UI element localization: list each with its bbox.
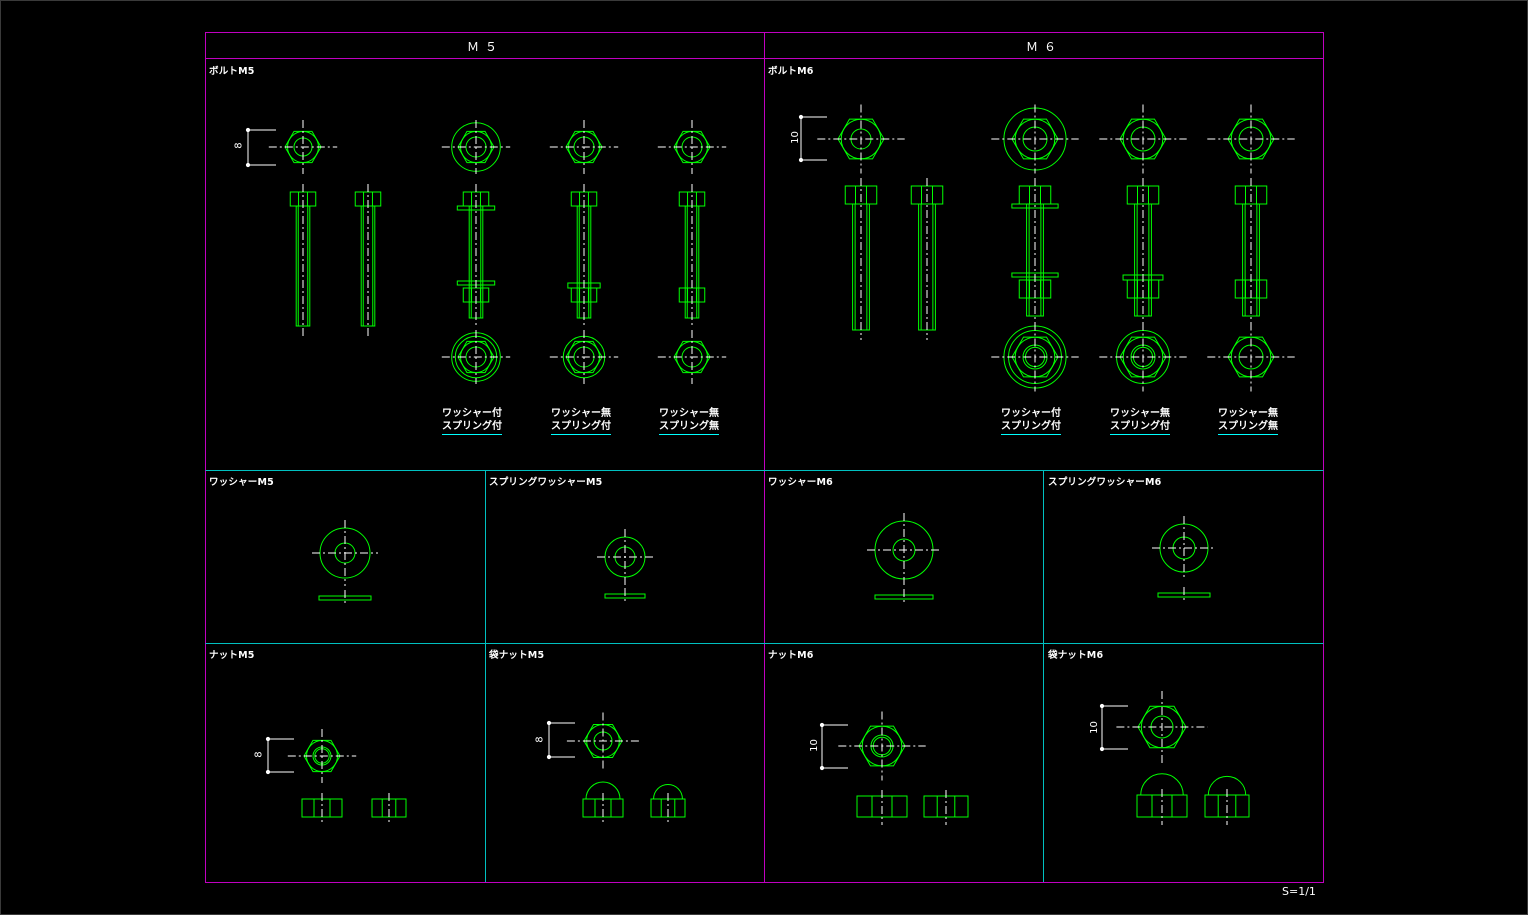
m5-assy-c-top [657, 120, 727, 174]
dimension-cap-nut-m6: 10 [1088, 721, 1100, 734]
cap-dome [585, 781, 621, 800]
m5-assy-a-bottom [441, 330, 511, 384]
cap-dome [1140, 773, 1184, 796]
cap-nut-m6-dim [1099, 703, 1128, 752]
m6-assy-c-bottom [1207, 322, 1295, 392]
circle [798, 114, 804, 120]
m6-assy-b-top [1099, 104, 1187, 174]
bolt-m6-dim [798, 114, 827, 163]
bolt-m5-side-short [354, 184, 382, 336]
cap-dome [653, 784, 683, 800]
cap-nut-m5-side-b [650, 784, 686, 825]
bolt-m5-dim [245, 127, 276, 168]
m5-assy-b-bottom [549, 330, 619, 384]
cap-nut-m5-side-a [582, 781, 624, 825]
bolt-m5-side-long [289, 184, 317, 336]
dimension-bolt-m6: 10 [789, 131, 801, 144]
caption-m5-washer-without-spring-without: ワッシャー無スプリング無 [659, 407, 719, 435]
section-label-nut-m5: ナットM5 [209, 650, 255, 661]
section-label-cap-nut-m6: 袋ナットM6 [1048, 650, 1104, 661]
rect [1242, 203, 1260, 317]
m5-assy-b-top [549, 120, 619, 174]
m5-assy-c-side [678, 184, 706, 328]
cap-nut-m5-top [566, 712, 640, 770]
rect [1134, 203, 1152, 317]
section-label-washer-m6: ワッシャーM6 [768, 477, 833, 488]
circle [245, 162, 251, 168]
dimension-nut-m6: 10 [808, 739, 820, 752]
circle [1099, 703, 1105, 709]
m6-assy-c-side [1234, 178, 1268, 326]
bolt-m6-side-short [910, 178, 944, 340]
cap-nut-m6-top [1116, 691, 1208, 763]
dimension-cap-nut-m5: 8 [534, 736, 546, 743]
nut-m5-top [287, 729, 357, 783]
dimension-nut-m5: 8 [253, 751, 265, 758]
nut-m5-side-a [301, 793, 343, 825]
m5-assy-b-side [567, 184, 601, 328]
bolt-m6-top-view [817, 104, 905, 174]
spring-washer-m6 [1152, 516, 1216, 603]
cap-nut-m6-side-b [1204, 775, 1250, 825]
circle [1099, 746, 1105, 752]
circle [245, 127, 251, 133]
circle [819, 765, 825, 771]
circle [546, 720, 552, 726]
spring-washer-m5 [597, 529, 653, 604]
cap-dome [1207, 775, 1247, 796]
circle [546, 754, 552, 760]
caption-m5-washer-with-spring-with: ワッシャー付スプリング付 [442, 407, 502, 435]
bolt-m6-side-long [844, 178, 878, 340]
section-label-spring-washer-m6: スプリングワッシャーM6 [1048, 477, 1162, 488]
m6-assy-a-top [991, 104, 1079, 174]
m6-assy-b-bottom [1099, 322, 1187, 392]
dimension-bolt-m5: 8 [233, 142, 245, 149]
nut-m6-side-b [923, 790, 969, 825]
caption-m5-washer-without-spring-with: ワッシャー無スプリング付 [551, 407, 611, 435]
m6-assy-c-top [1207, 104, 1295, 174]
caption-m6-washer-without-spring-without: ワッシャー無スプリング無 [1218, 407, 1278, 435]
circle [819, 722, 825, 728]
section-label-bolt-m6: ボルトM6 [768, 66, 814, 77]
m6-assy-b-side [1122, 178, 1164, 326]
cap-nut-m5-dim [546, 720, 575, 760]
header-m6: Ｍ６ [1025, 40, 1062, 54]
circle [265, 736, 271, 742]
washer-m6 [867, 513, 941, 605]
frame-grid [205, 32, 1324, 883]
rect [1011, 203, 1059, 209]
nut-m6-side-a [856, 790, 908, 825]
section-label-washer-m5: ワッシャーM5 [209, 477, 274, 488]
header-m5: Ｍ５ [466, 40, 503, 54]
nut-m6-top [838, 711, 926, 781]
m6-assy-a-side [1011, 178, 1059, 326]
section-label-cap-nut-m5: 袋ナットM5 [489, 650, 545, 661]
bolt-m5-top-view [268, 120, 338, 174]
circle [265, 769, 271, 775]
nut-m6-dim [819, 722, 848, 771]
nut-m5-dim [265, 736, 294, 775]
scale-label: S=1/1 [1282, 885, 1316, 898]
m5-assy-c-bottom [657, 330, 727, 384]
section-label-spring-washer-m5: スプリングワッシャーM5 [489, 477, 603, 488]
nut-m5-side-b [371, 793, 407, 825]
caption-m6-washer-with-spring-with: ワッシャー付スプリング付 [1001, 407, 1061, 435]
m5-assy-a-side [456, 184, 496, 328]
washer-m5 [312, 520, 378, 606]
section-label-nut-m6: ナットM6 [768, 650, 814, 661]
section-label-bolt-m5: ボルトM5 [209, 66, 255, 77]
circle [798, 157, 804, 163]
cap-nut-m6-side-a [1136, 773, 1188, 825]
m6-assy-a-bottom [991, 322, 1079, 392]
caption-m6-washer-without-spring-with: ワッシャー無スプリング付 [1110, 407, 1170, 435]
m5-assy-a-top [441, 120, 511, 174]
